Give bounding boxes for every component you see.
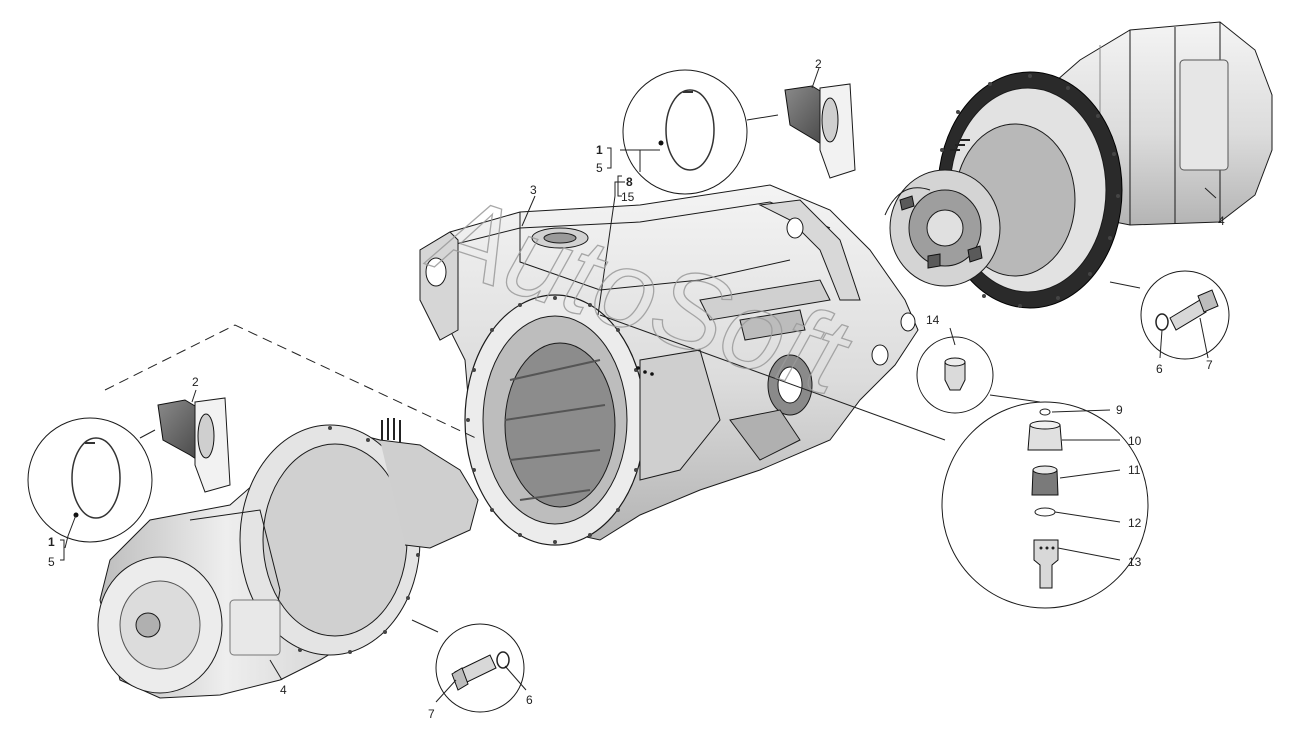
- detail-circle-bolt-right: [1140, 270, 1230, 360]
- part-13-body: [1033, 539, 1059, 589]
- callouts: 1 5 2 3 8 15 4 6 7 14 9 10 11 12 13 1 5 …: [48, 57, 1225, 721]
- detail-circle-bolt-left: [435, 623, 525, 713]
- callout-12: 12: [1128, 516, 1142, 530]
- detail-circle-breather: [941, 401, 1149, 609]
- callout-13: 13: [1128, 555, 1142, 569]
- seal-ring-top: [665, 89, 715, 171]
- callout-6-left: 6: [526, 693, 533, 707]
- detail-circle-seal-left: [27, 417, 153, 543]
- detail-circle-seal-top: [622, 69, 748, 195]
- callout-2-left: 2: [192, 375, 199, 389]
- callout-2-top: 2: [815, 57, 822, 71]
- final-drive-right: [884, 21, 1273, 309]
- callout-15: 15: [621, 190, 635, 204]
- leader-lines: [60, 67, 1217, 703]
- axle-housing: [419, 184, 919, 546]
- callout-14: 14: [926, 313, 940, 327]
- callout-5-left: 5: [48, 555, 55, 569]
- callout-11: 11: [1128, 463, 1141, 477]
- callout-6-right: 6: [1156, 362, 1163, 376]
- callout-1-top: 1: [596, 143, 603, 157]
- callout-3: 3: [530, 183, 537, 197]
- bolt-right: [1197, 289, 1219, 313]
- part-11-filter: [1031, 465, 1059, 496]
- seal-ring-left: [71, 437, 121, 519]
- sleeve-left: [157, 397, 231, 493]
- flange-bolt-ring: [466, 296, 644, 544]
- final-drive-left: [97, 418, 479, 699]
- callout-8: 8: [626, 175, 633, 189]
- callout-4-left: 4: [280, 683, 287, 697]
- callout-1-left: 1: [48, 535, 55, 549]
- bolt-left: [451, 667, 469, 691]
- callout-5-top: 5: [596, 161, 603, 175]
- part-9-ring: [1039, 408, 1051, 416]
- detail-circle-fitting-14: [916, 336, 994, 414]
- washer-left: [496, 651, 510, 669]
- callout-10: 10: [1128, 434, 1142, 448]
- callout-7-left: 7: [428, 707, 435, 721]
- part-10-cap: [1027, 420, 1063, 451]
- callout-9: 9: [1116, 403, 1123, 417]
- callout-4-right: 4: [1218, 214, 1225, 228]
- callout-7-right: 7: [1206, 358, 1213, 372]
- sleeve-top: [784, 83, 856, 179]
- part-12-oring: [1034, 507, 1056, 517]
